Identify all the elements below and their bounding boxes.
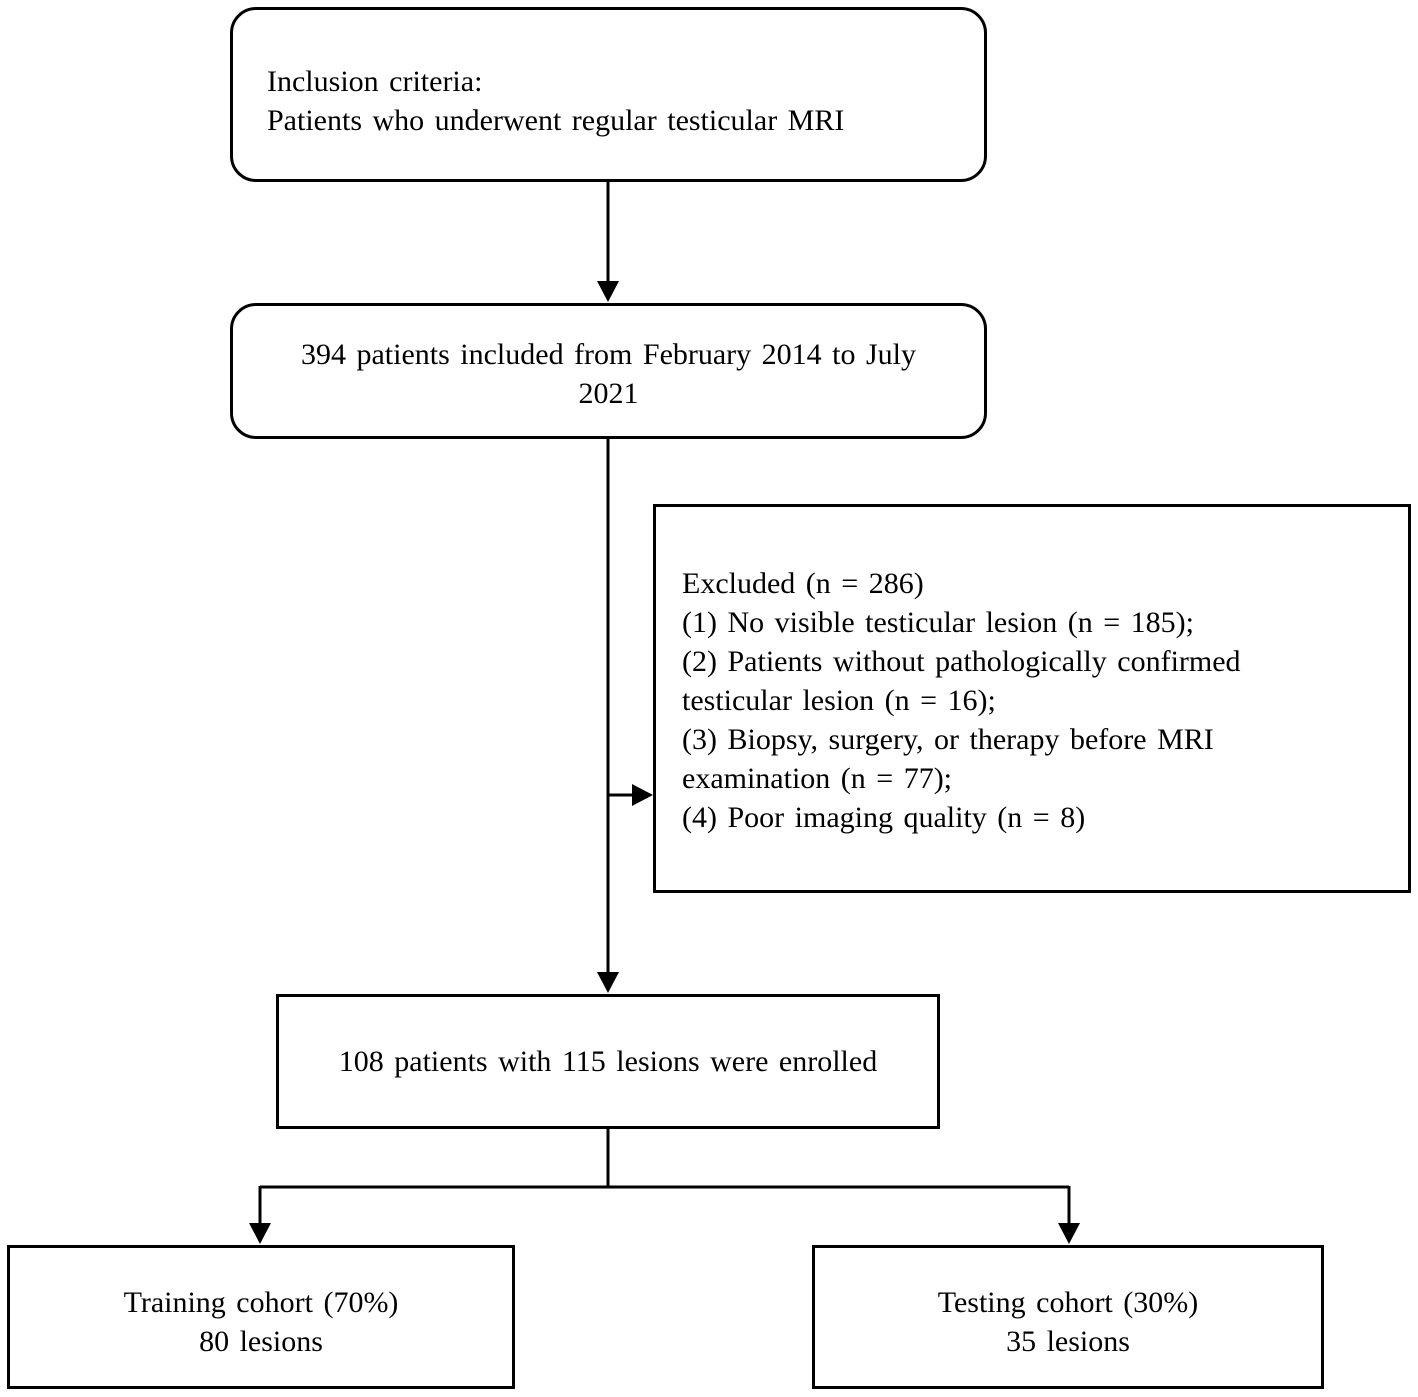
testing-cohort-box: Testing cohort (30%) 35 lesions	[812, 1245, 1324, 1389]
arrowhead-enrolled	[597, 972, 619, 993]
testing-lesion-count: 35 lesions	[1006, 1325, 1130, 1358]
testing-cohort-label: Testing cohort (30%)	[937, 1286, 1199, 1319]
arrowhead-excluded	[632, 784, 653, 806]
excluded-item: (4) Poor imaging quality (n = 8)	[682, 801, 1086, 834]
excluded-item: testicular lesion (n = 16);	[682, 684, 996, 717]
included-text-line2: 2021	[578, 377, 639, 410]
training-cohort-label: Training cohort (70%)	[123, 1286, 399, 1319]
excluded-item: (2) Patients without pathologically conf…	[682, 645, 1241, 678]
inclusion-criteria-box: Inclusion criteria: Patients who underwe…	[230, 7, 987, 182]
training-lesion-count: 80 lesions	[199, 1325, 323, 1358]
included-text-line1: 394 patients included from February 2014…	[300, 338, 917, 371]
enrolled-text: 108 patients with 115 lesions were enrol…	[338, 1045, 878, 1078]
arrowhead-testing	[1058, 1223, 1080, 1244]
arrowhead-included	[597, 281, 619, 302]
inclusion-heading: Inclusion criteria:	[267, 65, 483, 98]
included-patients-box: 394 patients included from February 2014…	[230, 303, 987, 439]
excluded-heading: Excluded (n = 286)	[682, 567, 924, 600]
inclusion-text: Patients who underwent regular testicula…	[267, 104, 845, 137]
excluded-item: examination (n = 77);	[682, 762, 953, 795]
training-cohort-box: Training cohort (70%) 80 lesions	[7, 1245, 515, 1389]
arrowhead-training	[249, 1223, 271, 1244]
enrolled-box: 108 patients with 115 lesions were enrol…	[276, 994, 940, 1129]
excluded-item: (3) Biopsy, surgery, or therapy before M…	[682, 723, 1214, 756]
excluded-item: (1) No visible testicular lesion (n = 18…	[682, 606, 1194, 639]
excluded-box: Excluded (n = 286) (1) No visible testic…	[653, 504, 1411, 893]
